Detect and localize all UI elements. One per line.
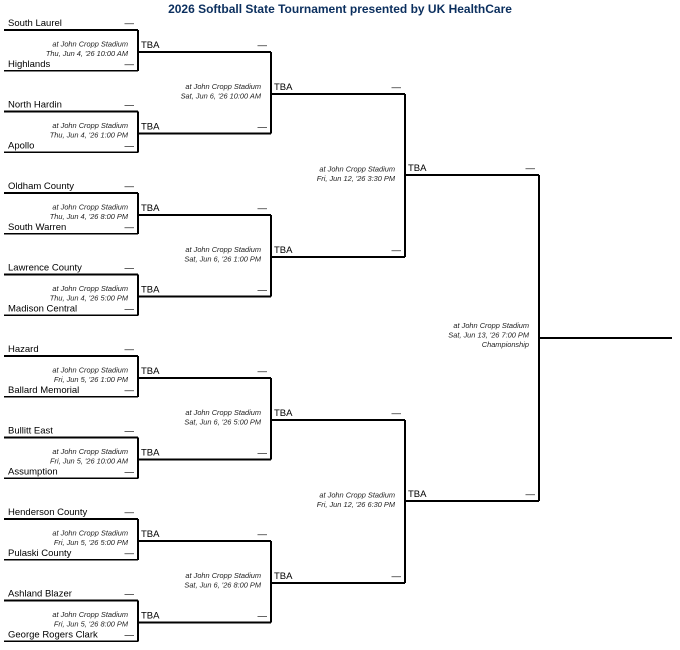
team-score: — [258,122,268,133]
game-time: Sat, Jun 13, '26 7:00 PM [448,331,530,340]
team-score: — [526,489,536,500]
game-time: Fri, Jun 5, '26 10:00 AM [50,456,129,465]
team-score: — [125,629,135,640]
team-score: — [258,366,268,377]
team-score: — [258,40,268,51]
game-venue: at John Cropp Stadium [52,284,128,293]
team-name[interactable]: South Warren [8,222,66,233]
team-score: — [392,571,402,582]
team-name[interactable]: Assumption [8,466,58,477]
game-venue: at John Cropp Stadium [52,447,128,456]
game-time: Thu, Jun 4, '26 10:00 AM [46,49,129,58]
team-name[interactable]: Lawrence County [8,263,82,274]
game-venue: at John Cropp Stadium [185,245,261,254]
team-name[interactable]: George Rogers Clark [8,629,98,640]
team-name[interactable]: TBA [274,82,293,93]
game-venue: at John Cropp Stadium [185,82,261,91]
team-score: — [125,181,135,192]
team-name[interactable]: TBA [141,611,160,622]
team-score: — [125,59,135,70]
game-time: Thu, Jun 4, '26 8:00 PM [50,212,129,221]
team-score: — [125,140,135,151]
game-venue: at John Cropp Stadium [52,39,128,48]
team-name[interactable]: TBA [408,489,427,500]
team-score: — [392,408,402,419]
team-score: — [392,82,402,93]
team-name[interactable]: Madison Central [8,303,77,314]
team-score: — [258,285,268,296]
game-time: Fri, Jun 5, '26 8:00 PM [54,619,129,628]
team-score: — [125,548,135,559]
team-name[interactable]: North Hardin [8,100,62,111]
game-venue: at John Cropp Stadium [185,408,261,417]
game-time: Sat, Jun 6, '26 5:00 PM [184,417,261,426]
team-score: — [125,344,135,355]
game-venue: at John Cropp Stadium [52,202,128,211]
team-score: — [125,589,135,600]
team-name[interactable]: Apollo [8,140,34,151]
team-name[interactable]: TBA [274,571,293,582]
team-score: — [258,448,268,459]
team-score: — [258,611,268,622]
team-name[interactable]: TBA [408,163,427,174]
team-score: — [125,507,135,518]
game-venue: at John Cropp Stadium [319,491,395,500]
team-score: — [392,245,402,256]
team-name[interactable]: Hazard [8,344,39,355]
team-name[interactable]: TBA [141,122,160,133]
game-venue: at John Cropp Stadium [52,365,128,374]
game-venue: at John Cropp Stadium [453,321,529,330]
team-name[interactable]: Oldham County [8,181,74,192]
team-name[interactable]: TBA [141,366,160,377]
team-name[interactable]: TBA [141,285,160,296]
game-time: Thu, Jun 4, '26 5:00 PM [50,293,129,302]
team-name[interactable]: Ballard Memorial [8,385,79,396]
bracket-title: 2026 Softball State Tournament presented… [168,2,512,16]
game-time: Sat, Jun 6, '26 10:00 AM [181,91,262,100]
team-name[interactable]: TBA [141,203,160,214]
team-name[interactable]: Henderson County [8,507,87,518]
team-score: — [526,163,536,174]
game-venue: at John Cropp Stadium [185,571,261,580]
team-score: — [125,263,135,274]
game-time: Fri, Jun 12, '26 6:30 PM [317,500,396,509]
team-name[interactable]: Ashland Blazer [8,589,72,600]
team-name[interactable]: South Laurel [8,18,62,29]
game-time: Fri, Jun 12, '26 3:30 PM [317,174,396,183]
team-name[interactable]: TBA [274,245,293,256]
team-name[interactable]: TBA [274,408,293,419]
team-name[interactable]: TBA [141,40,160,51]
team-score: — [125,222,135,233]
game-venue: at John Cropp Stadium [52,528,128,537]
team-score: — [125,100,135,111]
team-score: — [125,385,135,396]
team-name[interactable]: TBA [141,448,160,459]
team-score: — [125,426,135,437]
team-score: — [258,529,268,540]
game-time: Sat, Jun 6, '26 1:00 PM [184,254,261,263]
game-venue: at John Cropp Stadium [52,610,128,619]
game-time: Fri, Jun 5, '26 1:00 PM [54,375,129,384]
team-score: — [258,203,268,214]
team-score: — [125,18,135,29]
game-venue: at John Cropp Stadium [319,165,395,174]
team-name[interactable]: Bullitt East [8,426,53,437]
game-time: Sat, Jun 6, '26 8:00 PM [184,580,261,589]
game-time: Thu, Jun 4, '26 1:00 PM [50,130,129,139]
game-venue: at John Cropp Stadium [52,121,128,130]
team-name[interactable]: Highlands [8,59,50,70]
team-name[interactable]: TBA [141,529,160,540]
team-name[interactable]: Pulaski County [8,548,72,559]
team-score: — [125,466,135,477]
team-score: — [125,303,135,314]
game-round-label: Championship [482,340,529,349]
game-time: Fri, Jun 5, '26 5:00 PM [54,538,129,547]
